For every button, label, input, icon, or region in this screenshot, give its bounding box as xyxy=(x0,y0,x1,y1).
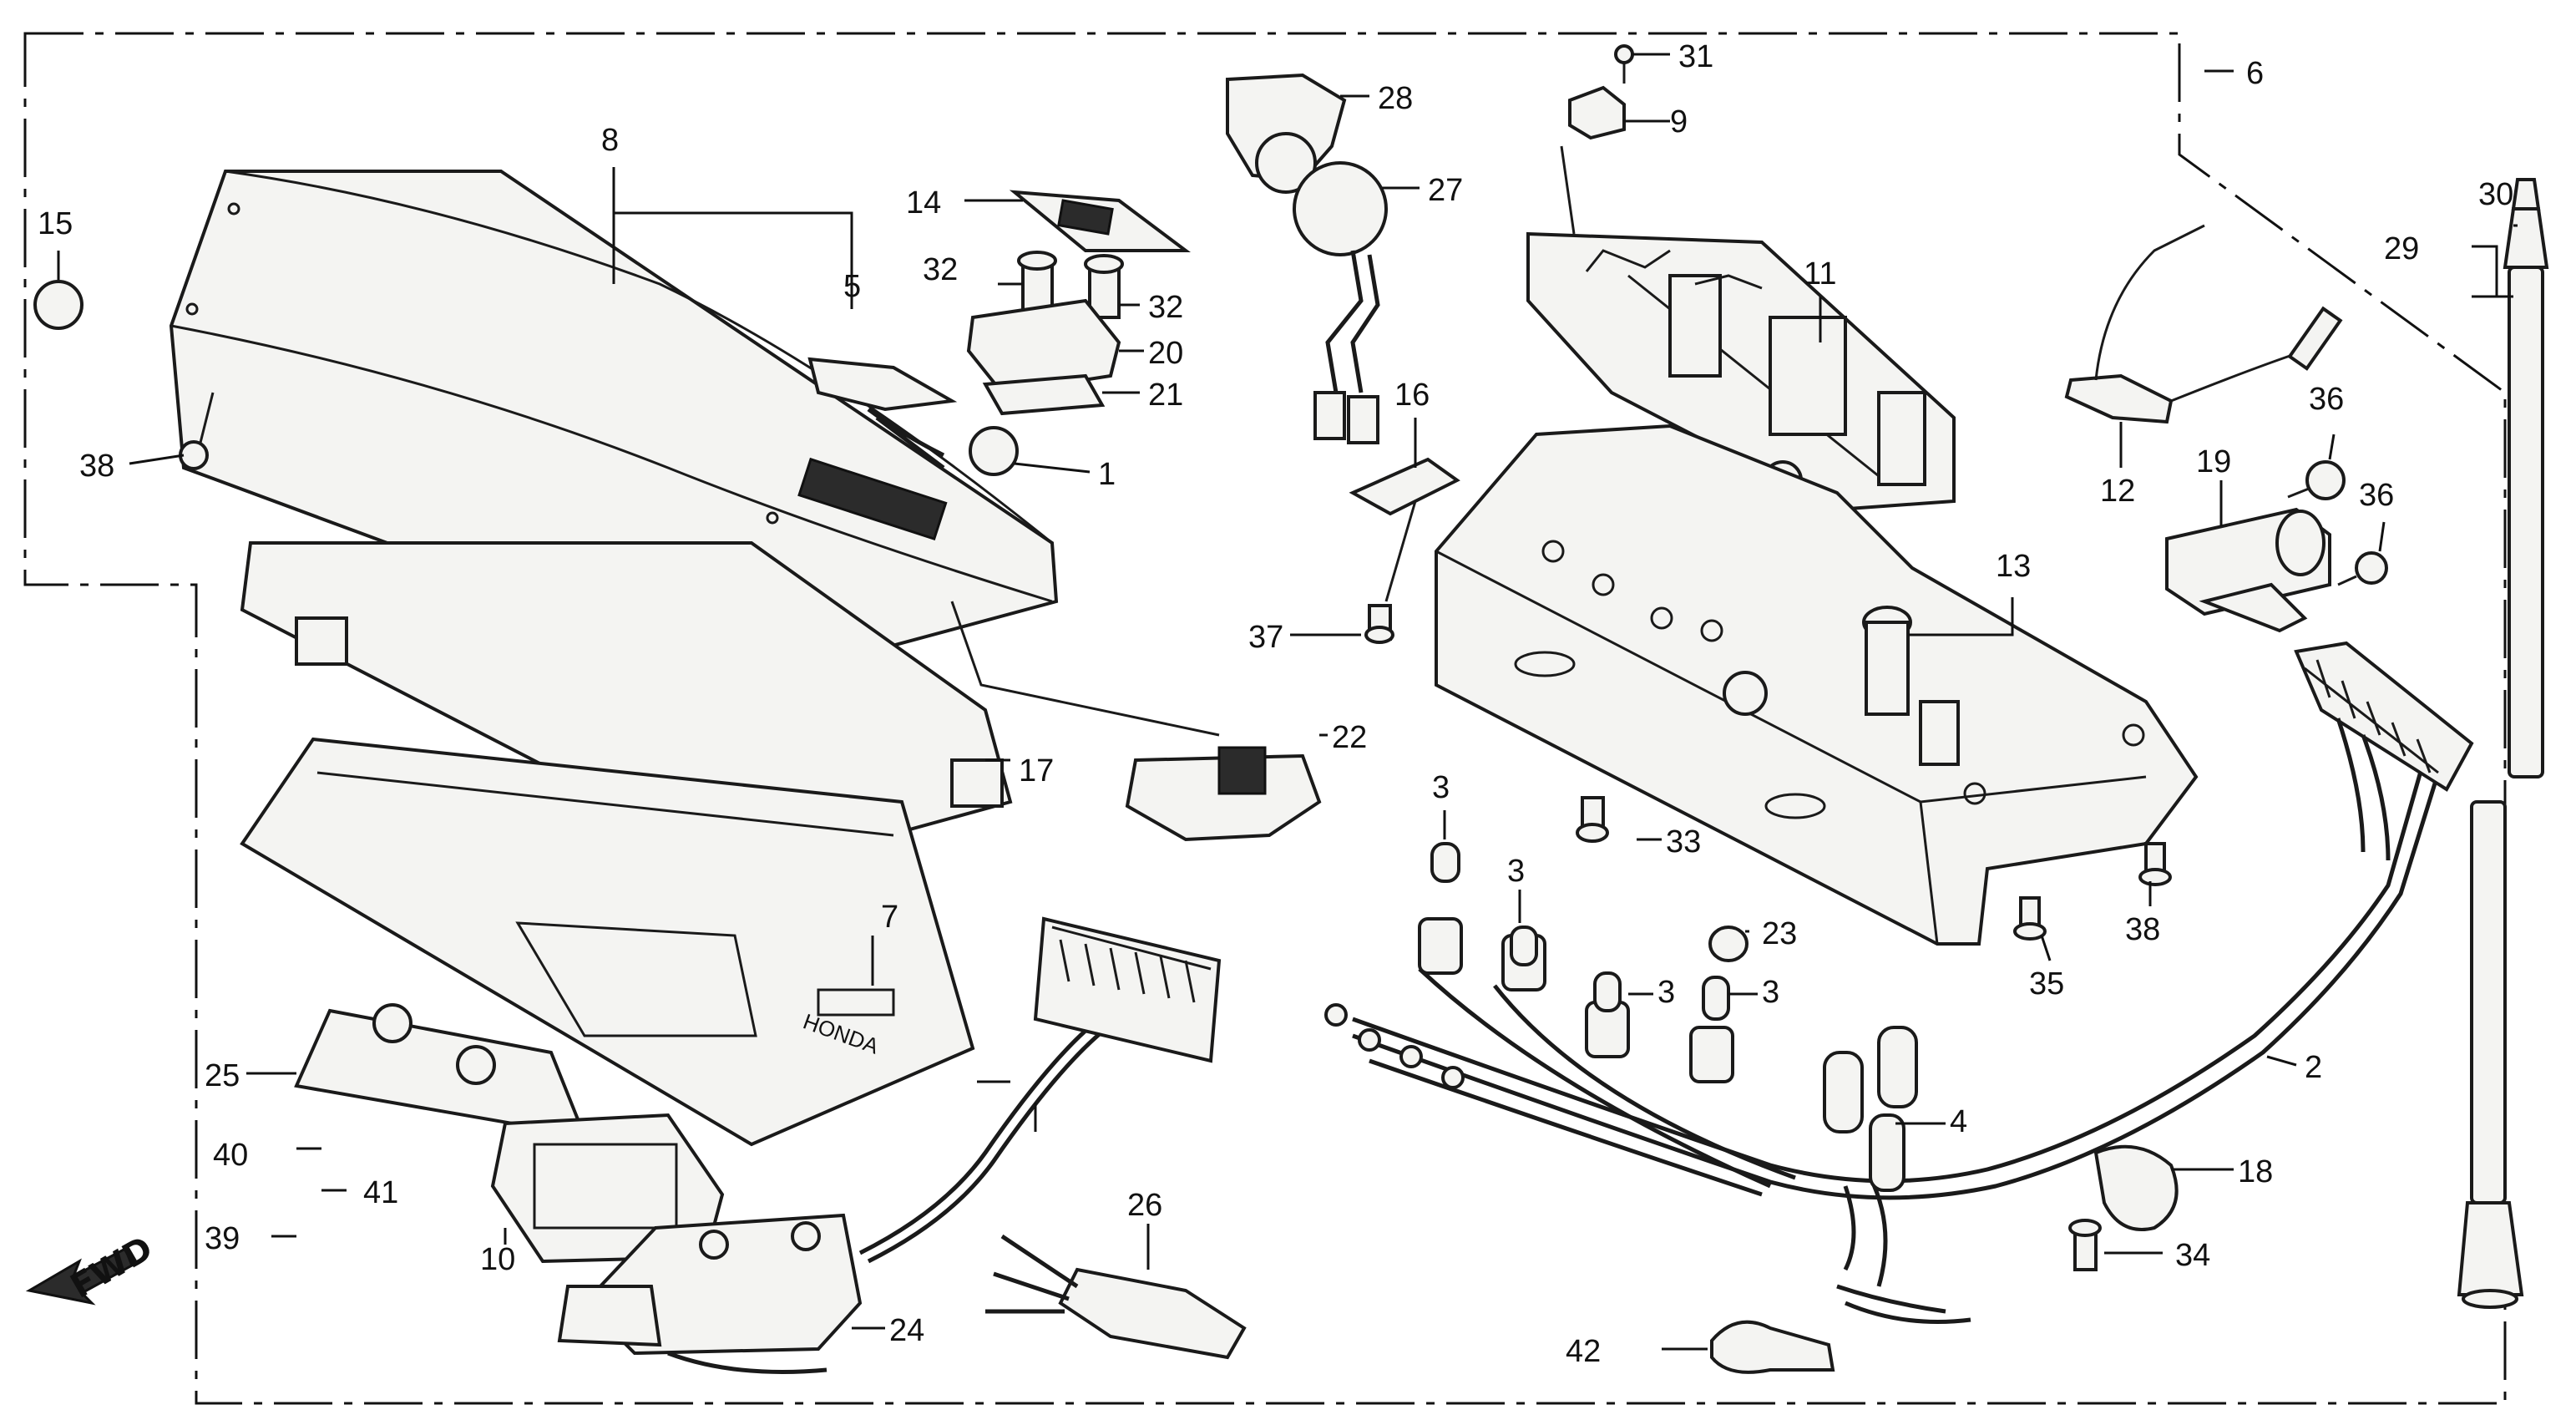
switch-27 xyxy=(1293,161,1388,444)
callout-29: 29 xyxy=(2384,231,2419,266)
callout-21: 21 xyxy=(1148,378,1183,413)
callout-36a: 36 xyxy=(2309,382,2344,417)
callout-1: 1 xyxy=(1098,457,1116,492)
screw-38b xyxy=(2138,842,2172,886)
callout-13: 13 xyxy=(1996,549,2031,584)
lighting-plate-7: HONDA xyxy=(240,737,975,1147)
resistor-19 xyxy=(2165,507,2331,633)
callout-31: 31 xyxy=(1678,39,1713,74)
screw-36b xyxy=(2337,551,2388,586)
knob-1 xyxy=(969,426,1019,476)
assembly-boundary xyxy=(23,32,2507,1405)
holder-20 xyxy=(966,298,1121,395)
callout-30: 30 xyxy=(2478,177,2513,212)
callout-36b: 36 xyxy=(2359,478,2394,513)
callout-3c: 3 xyxy=(1657,975,1675,1010)
speedometer-cable-29 xyxy=(2457,207,2549,1309)
indicator-panel-14 xyxy=(1009,190,1191,252)
callout-33: 33 xyxy=(1666,824,1701,860)
callout-40: 40 xyxy=(213,1138,248,1173)
callout-7: 7 xyxy=(881,900,898,935)
terminal-ends-left xyxy=(1324,1003,1465,1089)
bulb-3d xyxy=(1702,976,1730,1021)
cap-23 xyxy=(1708,926,1749,962)
bulb-socket-row xyxy=(1418,917,1918,1192)
bulb-3b xyxy=(1510,926,1538,966)
main-wire-harness-2 xyxy=(1352,768,2441,1324)
callout-25: 25 xyxy=(205,1058,240,1093)
band-42 xyxy=(1710,1320,1835,1374)
callout-37: 37 xyxy=(1248,620,1283,655)
callout-9: 9 xyxy=(1670,104,1688,139)
callout-18: 18 xyxy=(2238,1154,2273,1189)
callout-41: 41 xyxy=(363,1175,398,1210)
fwd-label: FWD xyxy=(64,1229,159,1306)
callout-5: 5 xyxy=(843,269,861,304)
callout-42: 42 xyxy=(1566,1334,1601,1369)
bulb-3c xyxy=(1593,971,1622,1012)
callout-14: 14 xyxy=(906,185,941,221)
callout-16: 16 xyxy=(1394,378,1430,413)
screw-32b xyxy=(1084,254,1124,319)
screw-31 xyxy=(1614,44,1634,84)
callout-39: 39 xyxy=(205,1221,240,1256)
connector-26 xyxy=(985,1234,1247,1360)
screw-35 xyxy=(2013,896,2047,941)
plate-21 xyxy=(982,373,1106,416)
screw-32a xyxy=(1017,251,1057,315)
bracket-16 xyxy=(1349,457,1460,602)
callout-23: 23 xyxy=(1762,916,1797,951)
callout-15: 15 xyxy=(38,206,73,241)
callout-34: 34 xyxy=(2175,1238,2210,1273)
callout-26: 26 xyxy=(1127,1188,1162,1223)
callout-20: 20 xyxy=(1148,336,1183,371)
callout-6: 6 xyxy=(2246,56,2264,91)
cap-15 xyxy=(33,280,84,330)
callout-8: 8 xyxy=(601,123,619,158)
callout-4: 4 xyxy=(1950,1104,1967,1139)
resistor-22-wire xyxy=(950,601,1220,737)
cable-end-30 xyxy=(2511,178,2541,210)
switch-28 xyxy=(1226,73,1347,194)
gauge-24 xyxy=(557,1213,863,1356)
callout-32b: 32 xyxy=(1148,290,1183,325)
case-13 xyxy=(1435,423,2199,946)
clamp-18 xyxy=(2093,1144,2179,1231)
bulb-3a xyxy=(1430,842,1460,883)
callout-17: 17 xyxy=(1019,753,1054,789)
screw-34 xyxy=(2068,1219,2102,1271)
callout-11: 11 xyxy=(1804,256,1836,292)
callout-38a: 38 xyxy=(79,449,114,484)
callout-3a: 3 xyxy=(1432,770,1450,805)
screw-33 xyxy=(1576,796,1609,843)
lead-wire-12 xyxy=(2064,224,2343,424)
callout-32a: 32 xyxy=(923,252,958,287)
resistor-22 xyxy=(1125,746,1322,842)
callout-22: 22 xyxy=(1332,720,1367,755)
fwd-arrow xyxy=(25,1246,134,1306)
callout-3d: 3 xyxy=(1762,975,1779,1010)
screw-36a xyxy=(2287,460,2346,500)
callout-10: 10 xyxy=(480,1242,515,1277)
leader-lines xyxy=(57,53,2518,1351)
switch-5 xyxy=(807,357,958,469)
callout-35: 35 xyxy=(2029,966,2064,1002)
screw-37 xyxy=(1364,604,1394,644)
callout-2: 2 xyxy=(2305,1050,2322,1085)
callout-3b: 3 xyxy=(1507,854,1525,889)
callout-24: 24 xyxy=(889,1313,924,1348)
nut-9 xyxy=(1568,85,1626,140)
callout-27: 27 xyxy=(1428,173,1463,208)
printed-circuit-25 xyxy=(294,1003,588,1139)
callout-38b: 38 xyxy=(2125,912,2160,947)
callout-19: 19 xyxy=(2196,444,2231,479)
callout-12: 12 xyxy=(2100,474,2135,509)
sub-harness-left xyxy=(667,916,1222,1374)
callout-28: 28 xyxy=(1378,81,1413,116)
connector-main xyxy=(2294,641,2474,861)
